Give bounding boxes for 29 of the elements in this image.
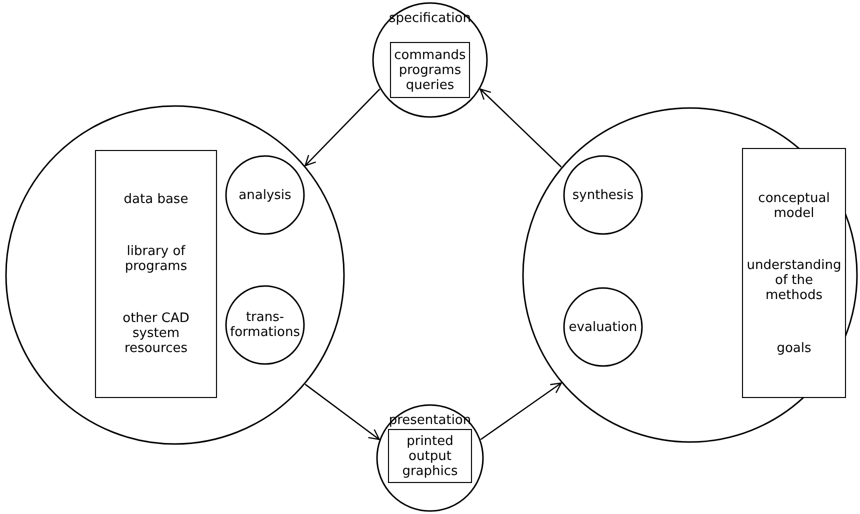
arrow <box>480 382 562 440</box>
process-circle <box>225 285 305 365</box>
node-label: printed output graphics <box>401 434 459 479</box>
node-label: understanding of the methods <box>746 258 842 303</box>
arrow <box>480 88 562 168</box>
node-label: goals <box>776 340 812 356</box>
group-circle <box>522 107 858 443</box>
node-label: data base <box>124 192 188 207</box>
text-box <box>742 148 846 398</box>
process-circle <box>563 287 643 367</box>
node-label: specification <box>388 11 472 26</box>
text-box <box>95 150 217 398</box>
node-label: conceptual model <box>757 190 831 220</box>
process-circle <box>225 155 305 235</box>
text-box <box>388 429 472 483</box>
node-label: trans- formations <box>229 310 301 340</box>
text-box <box>390 42 470 98</box>
arrow <box>304 384 380 440</box>
process-circle <box>563 155 643 235</box>
node-label: library of programs <box>124 244 188 274</box>
group-circle <box>5 105 345 445</box>
node-label: evaluation <box>568 320 638 334</box>
node-label: other CAD system resources <box>122 311 190 356</box>
node-label: commands programs queries <box>394 48 466 92</box>
node-label: analysis <box>238 188 292 202</box>
arrow <box>304 88 380 166</box>
process-circle <box>372 2 488 118</box>
node-label: synthesis <box>572 188 634 202</box>
process-circle <box>376 404 484 512</box>
